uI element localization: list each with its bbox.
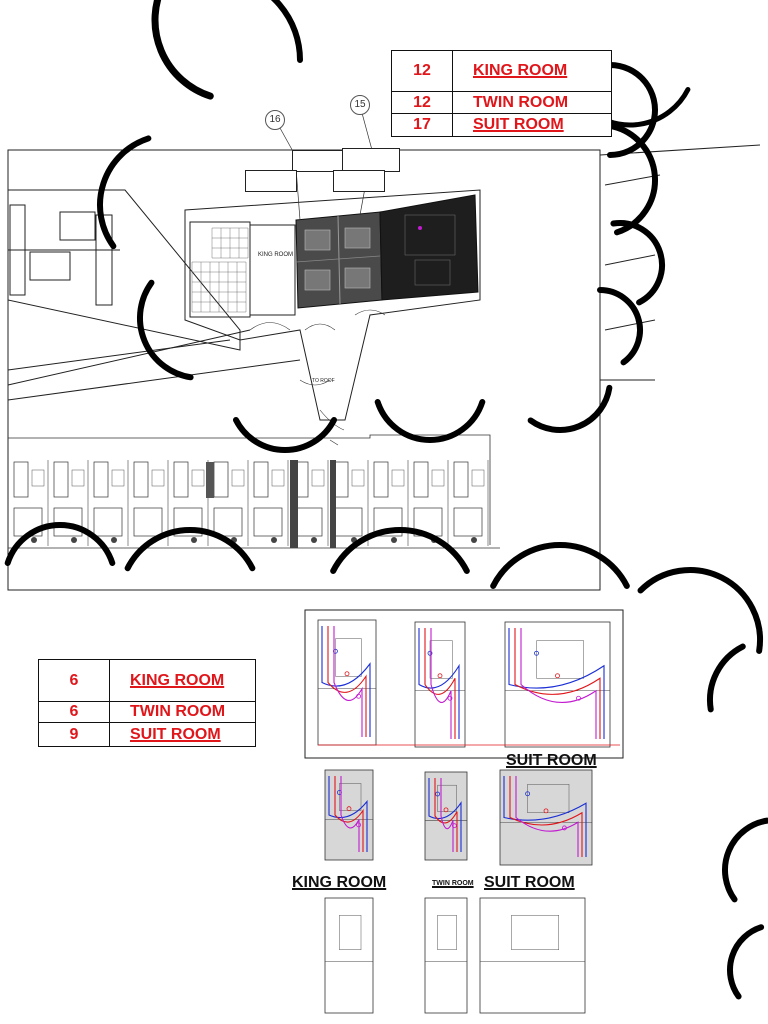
- tiled-room: [191, 227, 249, 313]
- cloud-arc: [637, 567, 763, 654]
- plan-to-label: TO ROOF: [312, 378, 335, 384]
- suit-room-label: SUIT ROOM: [473, 116, 564, 133]
- cloud-arc: [124, 527, 256, 572]
- cloud-arc: [610, 220, 665, 306]
- plan-frame: [7, 149, 601, 591]
- suit-room-count: 9: [38, 722, 110, 747]
- cloud-arc: [727, 924, 765, 1000]
- annotation-note: [245, 170, 297, 192]
- twin-room-count: 12: [391, 91, 453, 114]
- grid-label-16: 16: [265, 110, 285, 130]
- door-swings: [249, 309, 386, 446]
- cloud-arc: [707, 643, 746, 713]
- table-row: 17 SUIT ROOM: [391, 113, 612, 137]
- table-row: 6 TWIN ROOM: [38, 701, 256, 723]
- cloud-arc: [597, 287, 643, 366]
- cloud-arc: [586, 62, 658, 158]
- cloud-arc: [330, 527, 470, 574]
- cloud-arc: [374, 398, 486, 443]
- left-wing: [7, 189, 301, 401]
- mep-room-plan: [324, 769, 374, 861]
- mep-room-plan: [504, 621, 611, 748]
- twin-room-count: 6: [38, 701, 110, 723]
- king-room-label: KING ROOM: [473, 62, 568, 79]
- suit-room-label: SUIT ROOM: [130, 725, 221, 743]
- cloud-arc: [722, 817, 768, 903]
- mep-room-plan: [424, 771, 468, 861]
- mep-room-plan: [499, 769, 593, 866]
- king-room-label: KING ROOM: [130, 671, 225, 689]
- king-room-count: 12: [391, 50, 453, 92]
- cloud-arc: [97, 135, 152, 250]
- lower-room-fixtures: [13, 460, 489, 548]
- twin-room-label: TWIN ROOM: [130, 703, 226, 720]
- cloud-arc: [4, 522, 116, 567]
- cloud-arc: [490, 542, 630, 589]
- room-count-table-top: 12 KING ROOM 12 TWIN ROOM 17 SUIT ROOM: [391, 50, 612, 137]
- cloud-arc: [270, 0, 303, 63]
- cloud-arc: [527, 384, 613, 433]
- annotation-note: [333, 170, 385, 192]
- suit-room-count: 17: [391, 113, 453, 137]
- cloud-arc: [151, 0, 214, 100]
- table-row: 12 KING ROOM: [391, 50, 612, 92]
- plan-room-label: KING ROOM: [258, 252, 294, 258]
- mep-room-plan: [424, 897, 468, 1014]
- room-count-table-bottom: 6 KING ROOM 6 TWIN ROOM 9 SUIT ROOM: [38, 659, 256, 747]
- king-room-count: 6: [38, 659, 110, 702]
- mep-room-plan: [324, 897, 374, 1014]
- caption-king-room: KING ROOM: [292, 874, 387, 891]
- detail-sheet-frame: [304, 609, 624, 759]
- caption-suit-room-bottom: SUIT ROOM: [484, 874, 575, 891]
- twin-room-label: TWIN ROOM: [473, 93, 569, 111]
- table-row: 9 SUIT ROOM: [38, 722, 256, 747]
- grid-label-15: 15: [350, 95, 370, 115]
- caption-suit-room-top: SUIT ROOM: [506, 752, 597, 769]
- cloud-arc: [232, 416, 338, 453]
- caption-twin-room: TWIN ROOM: [432, 880, 474, 887]
- annotation-note: [342, 148, 400, 172]
- table-row: 6 KING ROOM: [38, 659, 256, 702]
- cloud-arc: [137, 279, 194, 381]
- table-row: 12 TWIN ROOM: [391, 91, 612, 114]
- mep-room-plan: [479, 897, 586, 1014]
- cloud-arc: [605, 122, 658, 236]
- mep-room-plans: [317, 619, 620, 1014]
- mep-room-plan: [414, 621, 466, 748]
- shaded-guest-rooms: [295, 194, 479, 309]
